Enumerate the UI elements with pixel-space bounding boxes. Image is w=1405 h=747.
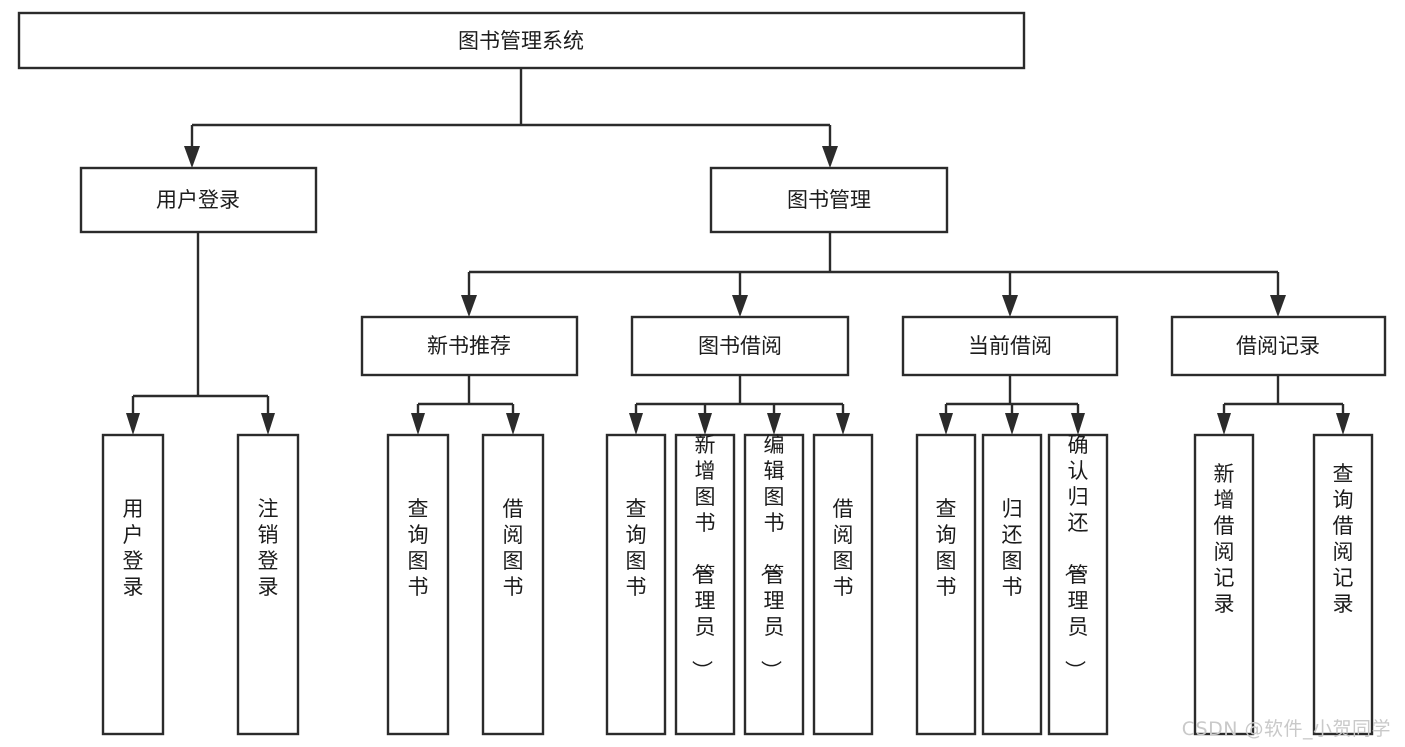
leaf-borrow-book-2-box[interactable] <box>812 433 874 736</box>
node-user-login-box[interactable] <box>79 166 318 234</box>
leaf-edit-book-box[interactable] <box>743 433 805 736</box>
leaf-node-query-book-3[interactable]: 查询图书 <box>915 433 977 736</box>
arrow-to-leaf-query-book-1 <box>411 413 425 435</box>
edges-new-book-rec-to-leaves <box>411 375 520 435</box>
node-borrow-record[interactable]: 借阅记录 <box>1170 315 1387 377</box>
leaf-confirm-return-box[interactable] <box>1047 433 1109 736</box>
leaf-borrow-book-2-label: 借阅图书 <box>833 497 854 599</box>
leaf-return-book-label: 归还图书 <box>1002 497 1023 599</box>
node-title-box[interactable] <box>17 11 1026 70</box>
node-book-manage[interactable]: 图书管理 <box>709 166 949 234</box>
arrow-root-to-user-login <box>184 146 200 168</box>
node-book-borrow-box[interactable] <box>630 315 850 377</box>
arrow-to-new-book-rec <box>461 295 477 317</box>
node-borrow-record-box[interactable] <box>1170 315 1387 377</box>
leaf-add-book-label: 新增图书（管理员） <box>690 433 716 681</box>
node-book-borrow-label: 图书借阅 <box>698 334 782 358</box>
leaf-node-edit-book[interactable]: 编辑图书（管理员） <box>743 433 805 736</box>
arrow-to-leaf-edit-book <box>767 413 781 435</box>
leaf-user-logout-label: 注销登录 <box>258 497 279 599</box>
leaf-query-book-3-label: 查询图书 <box>936 497 957 599</box>
node-new-book-rec-label: 新书推荐 <box>427 334 511 358</box>
leaf-node-user-login[interactable]: 用户登录 <box>101 433 165 736</box>
leaf-query-book-1-label: 查询图书 <box>408 497 429 599</box>
leaf-borrow-book-1-label: 借阅图书 <box>503 497 524 599</box>
leaf-node-add-record[interactable]: 新增借阅记录 <box>1193 433 1255 736</box>
arrow-root-to-book-manage <box>822 146 838 168</box>
leaf-query-book-3-box[interactable] <box>915 433 977 736</box>
leaf-user-login-label: 用户登录 <box>123 497 144 599</box>
node-borrow-record-label: 借阅记录 <box>1236 334 1320 358</box>
node-current-borrow-label: 当前借阅 <box>968 334 1052 358</box>
leaf-user-login-box[interactable] <box>101 433 165 736</box>
node-user-login-label: 用户登录 <box>156 188 240 212</box>
arrow-to-leaf-user-logout <box>261 413 275 435</box>
leaf-confirm-return-label: 确认归还（管理员） <box>1063 433 1089 681</box>
leaf-node-query-book-1[interactable]: 查询图书 <box>386 433 450 736</box>
leaf-query-book-2-box[interactable] <box>605 433 667 736</box>
leaf-user-logout-box[interactable] <box>236 433 300 736</box>
node-new-book-rec-box[interactable] <box>360 315 579 377</box>
edges-book-borrow-to-leaves <box>629 375 850 435</box>
leaf-node-confirm-return[interactable]: 确认归还（管理员） <box>1047 433 1109 736</box>
leaf-node-return-book[interactable]: 归还图书 <box>981 433 1043 736</box>
edges-current-borrow-to-leaves <box>939 375 1085 435</box>
node-current-borrow[interactable]: 当前借阅 <box>901 315 1119 377</box>
arrow-to-book-borrow <box>732 295 748 317</box>
edges-user-login-to-leaves <box>126 232 275 435</box>
node-title[interactable]: 图书管理系统 <box>17 11 1026 70</box>
leaf-node-borrow-book-1[interactable]: 借阅图书 <box>481 433 545 736</box>
node-new-book-rec[interactable]: 新书推荐 <box>360 315 579 377</box>
leaf-query-record-label: 查询借阅记录 <box>1333 462 1354 616</box>
leaf-return-book-box[interactable] <box>981 433 1043 736</box>
arrow-to-leaf-confirm-return <box>1071 413 1085 435</box>
leaf-query-record-box[interactable] <box>1312 433 1374 736</box>
node-current-borrow-box[interactable] <box>901 315 1119 377</box>
leaf-borrow-book-1-box[interactable] <box>481 433 545 736</box>
leaf-node-query-record[interactable]: 查询借阅记录 <box>1312 433 1374 736</box>
arrow-to-leaf-borrow-book-2 <box>836 413 850 435</box>
leaf-node-query-book-2[interactable]: 查询图书 <box>605 433 667 736</box>
edges-root-to-level2 <box>184 68 838 168</box>
node-title-label: 图书管理系统 <box>458 29 584 53</box>
node-user-login[interactable]: 用户登录 <box>79 166 318 234</box>
arrow-to-leaf-return-book <box>1005 413 1019 435</box>
leaf-node-user-logout[interactable]: 注销登录 <box>236 433 300 736</box>
leaf-node-borrow-book-2[interactable]: 借阅图书 <box>812 433 874 736</box>
leaf-add-book-box[interactable] <box>674 433 736 736</box>
edges-borrow-record-to-leaves <box>1217 375 1350 435</box>
leaf-add-record-box[interactable] <box>1193 433 1255 736</box>
node-book-borrow[interactable]: 图书借阅 <box>630 315 850 377</box>
arrow-to-leaf-query-book-3 <box>939 413 953 435</box>
arrow-to-leaf-query-record <box>1336 413 1350 435</box>
node-book-manage-label: 图书管理 <box>787 188 871 212</box>
leaf-query-book-1-box[interactable] <box>386 433 450 736</box>
arrow-to-leaf-add-book <box>698 413 712 435</box>
leaf-query-book-2-label: 查询图书 <box>626 497 647 599</box>
node-book-manage-box[interactable] <box>709 166 949 234</box>
leaf-add-record-label: 新增借阅记录 <box>1214 462 1235 616</box>
edges-book-manage-to-level3 <box>461 232 1286 317</box>
arrow-to-current-borrow <box>1002 295 1018 317</box>
arrow-to-leaf-add-record <box>1217 413 1231 435</box>
leaf-node-add-book[interactable]: 新增图书（管理员） <box>674 433 736 736</box>
arrow-to-leaf-borrow-book-1 <box>506 413 520 435</box>
arrow-to-leaf-user-login <box>126 413 140 435</box>
arrow-to-leaf-query-book-2 <box>629 413 643 435</box>
arrow-to-borrow-record <box>1270 295 1286 317</box>
leaf-edit-book-label: 编辑图书（管理员） <box>759 433 785 681</box>
csdn-watermark: CSDN @软件_小贺同学 <box>1181 718 1391 740</box>
